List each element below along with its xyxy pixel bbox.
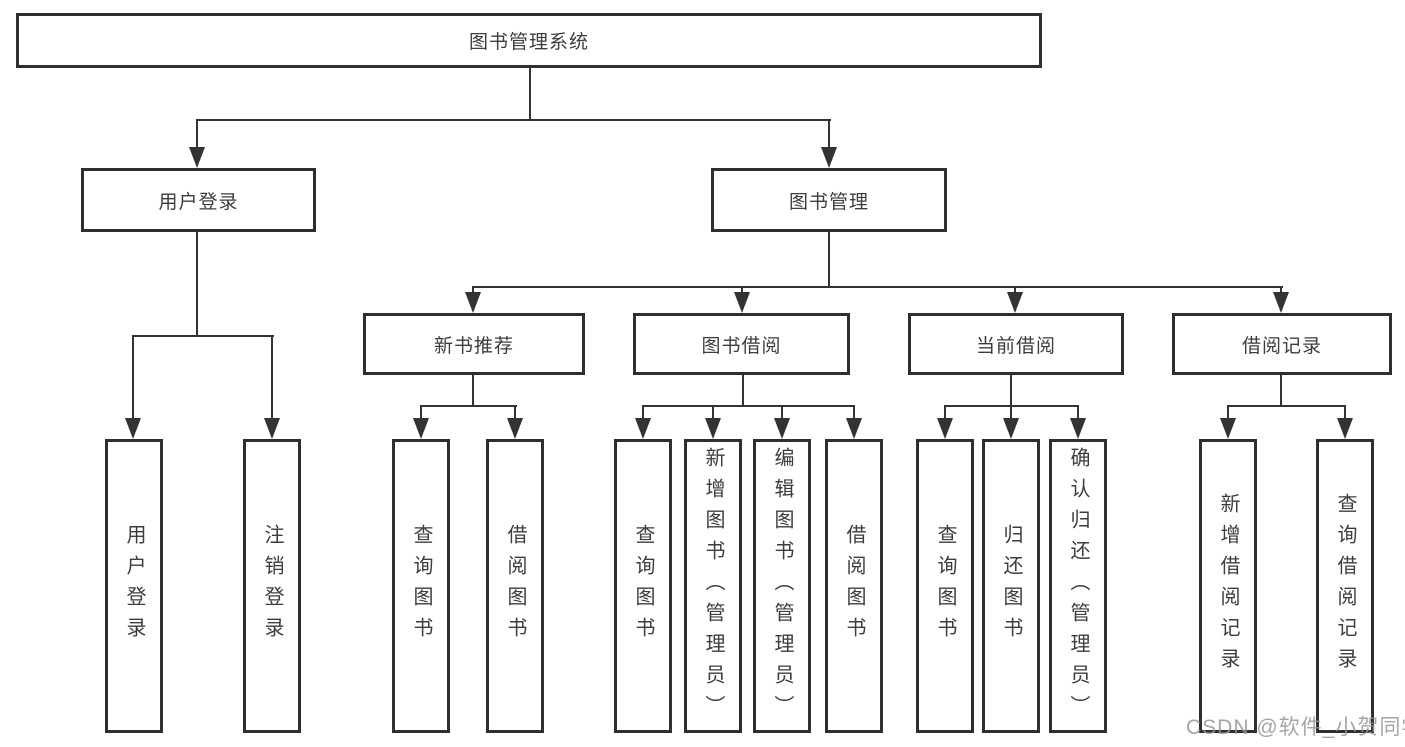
connector-stem bbox=[712, 405, 714, 420]
connector-stub bbox=[1280, 375, 1282, 407]
connector-book-mgmt-stub bbox=[828, 232, 830, 288]
arrow-down-icon bbox=[125, 418, 141, 439]
arrow-down-icon bbox=[1220, 418, 1236, 439]
connector-stem bbox=[944, 405, 946, 420]
leaf-recommend-query-books: 查询图书 bbox=[392, 439, 450, 733]
leaf-label: 用户登录 bbox=[123, 524, 145, 648]
leaf-label: 注销登录 bbox=[261, 524, 283, 648]
arrow-down-icon bbox=[189, 147, 205, 168]
node-borrow-records-label: 借阅记录 bbox=[1241, 335, 1322, 357]
connector-stem bbox=[196, 119, 198, 149]
leaf-label: 查询借阅记录 bbox=[1334, 493, 1356, 679]
leaf-label: 借阅图书 bbox=[504, 524, 526, 648]
leaf-current-query-books: 查询图书 bbox=[916, 439, 974, 733]
connector-stem bbox=[642, 405, 644, 420]
node-new-book-recommend: 新书推荐 bbox=[363, 313, 585, 375]
connector-root-stub bbox=[529, 68, 531, 119]
leaf-label: 查询图书 bbox=[934, 524, 956, 648]
arrow-down-icon bbox=[774, 418, 790, 439]
node-borrow-records: 借阅记录 bbox=[1172, 313, 1392, 375]
leaf-current-return-books: 归还图书 bbox=[982, 439, 1040, 733]
arrow-down-icon bbox=[734, 292, 750, 313]
leaf-borrow-add-books-admin: 新增图书（管理员） bbox=[684, 439, 742, 733]
connector-stem bbox=[514, 405, 516, 420]
arrow-down-icon bbox=[1337, 418, 1353, 439]
connector-bus bbox=[642, 405, 855, 407]
connector-stem bbox=[472, 286, 474, 295]
connector-stem bbox=[1077, 405, 1079, 420]
leaf-user-login: 用户登录 bbox=[105, 439, 163, 733]
connector-stem bbox=[853, 405, 855, 420]
leaf-label: 借阅图书 bbox=[843, 524, 865, 648]
connector-stem bbox=[741, 286, 743, 295]
connector-stub bbox=[472, 375, 474, 407]
connector-stem bbox=[271, 335, 273, 420]
connector-stem bbox=[1344, 405, 1346, 420]
node-root: 图书管理系统 bbox=[16, 13, 1042, 68]
node-book-borrow: 图书借阅 bbox=[633, 313, 850, 375]
leaf-label: 归还图书 bbox=[1000, 524, 1022, 648]
connector-stem bbox=[1280, 286, 1282, 295]
leaf-logout: 注销登录 bbox=[243, 439, 301, 733]
leaf-borrow-borrow-books: 借阅图书 bbox=[825, 439, 883, 733]
arrow-down-icon bbox=[507, 418, 523, 439]
leaf-records-add-record: 新增借阅记录 bbox=[1199, 439, 1257, 733]
leaf-borrow-query-books: 查询图书 bbox=[614, 439, 672, 733]
leaf-label: 新增借阅记录 bbox=[1217, 493, 1239, 679]
connector-stem bbox=[132, 335, 134, 420]
node-root-label: 图书管理系统 bbox=[468, 32, 589, 53]
node-user-login: 用户登录 bbox=[81, 168, 316, 232]
node-book-borrow-label: 图书借阅 bbox=[701, 335, 782, 357]
arrow-down-icon bbox=[413, 418, 429, 439]
connector-stem bbox=[1014, 286, 1016, 295]
arrow-down-icon bbox=[1273, 292, 1289, 313]
connector-stem bbox=[420, 405, 422, 420]
node-user-login-label: 用户登录 bbox=[158, 191, 239, 213]
leaf-label: 查询图书 bbox=[410, 524, 432, 648]
connector-stem bbox=[1010, 405, 1012, 420]
arrow-down-icon bbox=[1070, 418, 1086, 439]
connector-bus bbox=[1227, 405, 1346, 407]
arrow-down-icon bbox=[937, 418, 953, 439]
csdn-watermark: CSDN @软件_小贺同学 bbox=[1186, 716, 1405, 739]
arrow-down-icon bbox=[821, 147, 837, 168]
leaf-borrow-edit-books-admin: 编辑图书（管理员） bbox=[753, 439, 811, 733]
connector-stub bbox=[1010, 375, 1012, 407]
connector-stem bbox=[781, 405, 783, 420]
connector-stem bbox=[1227, 405, 1229, 420]
node-book-mgmt: 图书管理 bbox=[711, 168, 947, 232]
leaf-label: 确认归还（管理员） bbox=[1067, 446, 1089, 726]
node-new-book-recommend-label: 新书推荐 bbox=[433, 335, 514, 357]
leaf-label: 新增图书（管理员） bbox=[702, 446, 724, 726]
connector-stub bbox=[742, 375, 744, 407]
node-book-mgmt-label: 图书管理 bbox=[788, 191, 869, 213]
arrow-down-icon bbox=[705, 418, 721, 439]
arrow-down-icon bbox=[1003, 418, 1019, 439]
leaf-label: 查询图书 bbox=[632, 524, 654, 648]
connector-sections-bus bbox=[472, 286, 1283, 288]
connector-stem bbox=[828, 119, 830, 149]
connector-user-login-bus bbox=[132, 335, 274, 337]
arrow-down-icon bbox=[465, 292, 481, 313]
connector-level2-bus bbox=[196, 119, 831, 121]
arrow-down-icon bbox=[264, 418, 280, 439]
leaf-current-confirm-return-admin: 确认归还（管理员） bbox=[1049, 439, 1107, 733]
connector-bus bbox=[420, 405, 517, 407]
leaf-records-query-record: 查询借阅记录 bbox=[1316, 439, 1374, 733]
node-current-borrow: 当前借阅 bbox=[908, 313, 1124, 375]
connector-user-login-stub bbox=[196, 232, 198, 337]
arrow-down-icon bbox=[635, 418, 651, 439]
leaf-label: 编辑图书（管理员） bbox=[771, 446, 793, 726]
arrow-down-icon bbox=[1007, 292, 1023, 313]
node-current-borrow-label: 当前借阅 bbox=[975, 335, 1056, 357]
arrow-down-icon bbox=[846, 418, 862, 439]
leaf-recommend-borrow-books: 借阅图书 bbox=[486, 439, 544, 733]
